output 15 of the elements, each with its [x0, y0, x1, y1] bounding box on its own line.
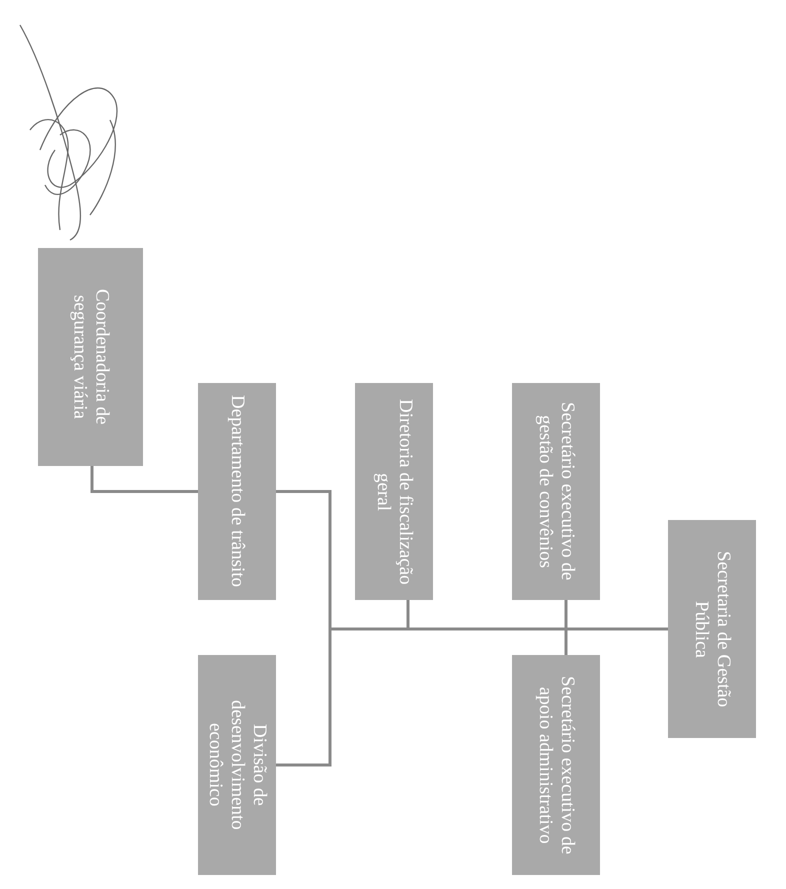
- org-box: [355, 383, 433, 600]
- unit-name: Secretário executivo de apoio administrativo: [534, 674, 578, 856]
- unit-name: Diretoria de fiscalização geral: [372, 398, 416, 586]
- org-box: [198, 383, 276, 600]
- unit-name: Divisão de desenvolvimento econômico: [204, 699, 270, 832]
- unit-name: Secretário executivo de gestão de convênios: [534, 401, 578, 583]
- connector-line: [90, 466, 198, 493]
- org-box: [512, 383, 600, 600]
- unit-name: Coordenadoria de segurança viária: [68, 288, 112, 427]
- org-box: [198, 655, 276, 875]
- org-box: [512, 655, 600, 875]
- org-box: [668, 520, 756, 738]
- org-box: [38, 248, 143, 466]
- unit-name: Secretaria de Gestão Pública: [690, 550, 734, 710]
- unit-name: Departamento de trânsito: [226, 395, 248, 588]
